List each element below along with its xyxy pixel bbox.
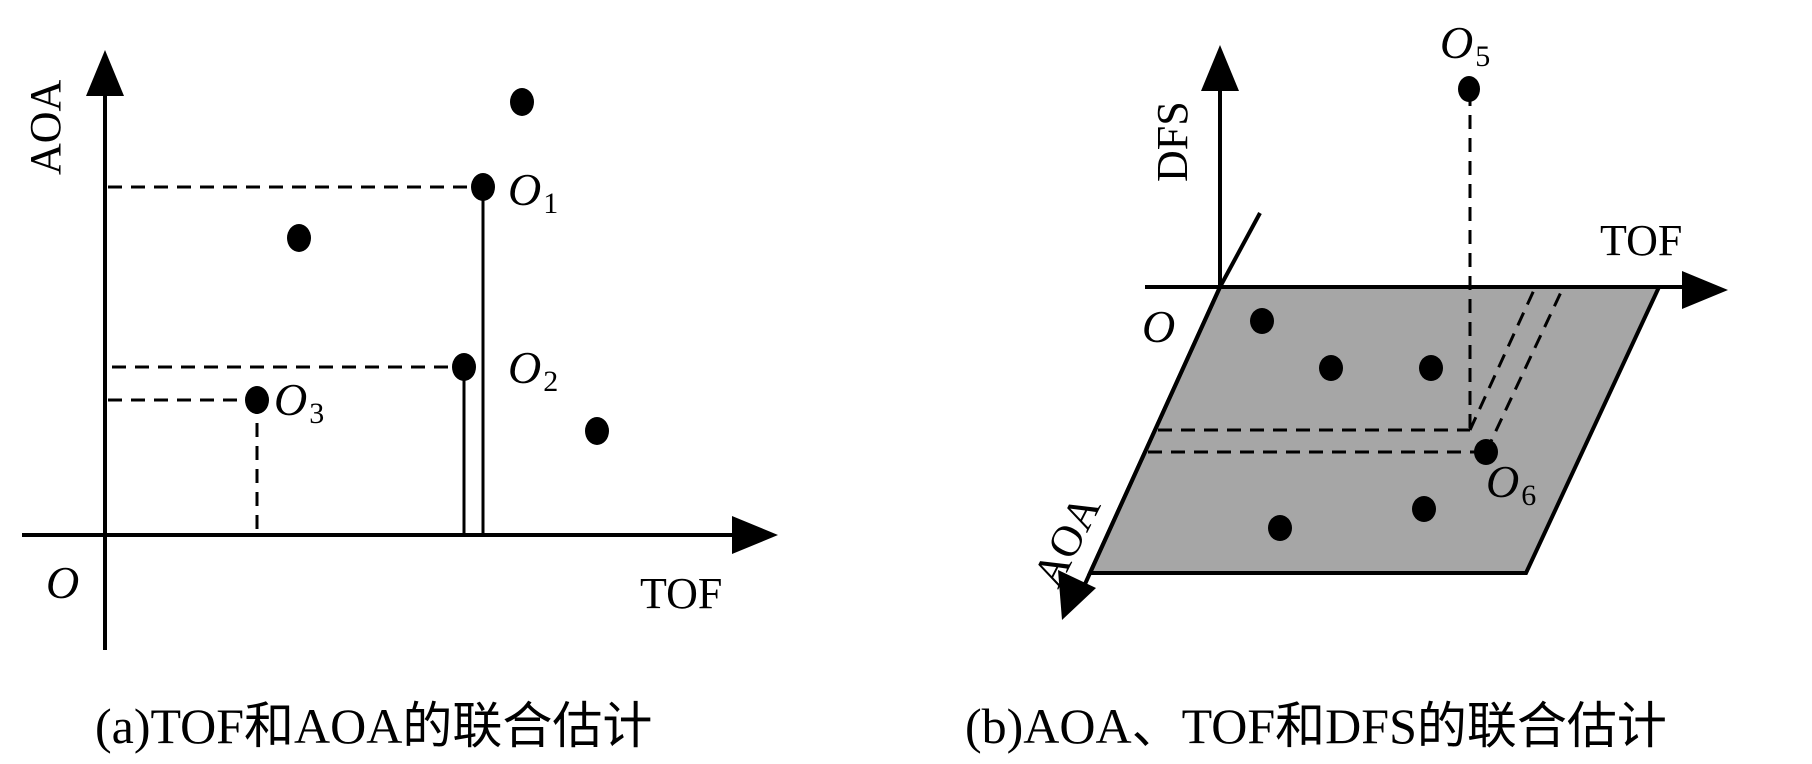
panel-b-guide-d1 <box>1468 289 1536 431</box>
panel-a-caption: (a)TOF和AOA的联合估计 <box>95 698 652 754</box>
panel-a-label-o3: O3 <box>274 374 324 430</box>
panel-a-guides <box>108 185 483 533</box>
panel-b-point <box>1268 515 1292 541</box>
panel-b-z-axis-arrow <box>1201 45 1239 91</box>
panel-a-point-o2 <box>452 353 476 381</box>
panel-b-z-axis-label: DFS <box>1148 101 1197 182</box>
panel-b-point <box>1419 355 1443 381</box>
panel-b-origin-label: O <box>1142 301 1175 352</box>
panel-b-label-o6: O6 <box>1486 456 1536 512</box>
panel-b-guide-d2 <box>1484 289 1564 453</box>
panel-a-point <box>585 417 609 445</box>
panel-b-x-axis-arrow <box>1682 271 1728 309</box>
panel-b-point <box>1412 496 1436 522</box>
panel-b-point <box>1319 355 1343 381</box>
panel-b-label-o5: O5 <box>1440 17 1490 73</box>
panel-a-label-o1: O1 <box>508 164 558 220</box>
panel-a-origin-label: O <box>46 557 79 608</box>
panel-b: DFS TOF AOA O O5 O6 (b)AOA、TOF和DFS的联合估计 <box>965 17 1728 754</box>
panel-b-x-axis-label: TOF <box>1600 216 1682 265</box>
panel-a: AOA TOF O O1 O2 O3 (a)TOF和AOA的联合估计 <box>21 50 778 754</box>
panel-b-y-axis <box>1088 286 1222 574</box>
panel-b-point <box>1250 308 1274 334</box>
panel-a-point <box>510 88 534 116</box>
panel-b-point-o6 <box>1474 439 1498 465</box>
panel-b-guides <box>1148 92 1564 454</box>
panel-a-label-o2: O2 <box>508 342 558 398</box>
panel-a-x-axis-label: TOF <box>640 569 722 618</box>
panel-a-y-axis-arrow <box>86 50 124 96</box>
panel-a-point <box>287 224 311 252</box>
panel-a-y-axis-label: AOA <box>21 79 70 175</box>
panel-b-diagonal-stub <box>1218 212 1262 288</box>
panel-b-y-axis-arrow <box>1058 570 1096 620</box>
panel-b-point-o5 <box>1458 76 1480 102</box>
panel-b-y-axis-label: AOA <box>1023 487 1110 594</box>
panel-a-point-o3 <box>245 386 269 414</box>
panel-a-x-axis-arrow <box>732 516 778 554</box>
panel-b-caption: (b)AOA、TOF和DFS的联合估计 <box>965 698 1667 754</box>
panel-a-point-o1 <box>471 173 495 201</box>
